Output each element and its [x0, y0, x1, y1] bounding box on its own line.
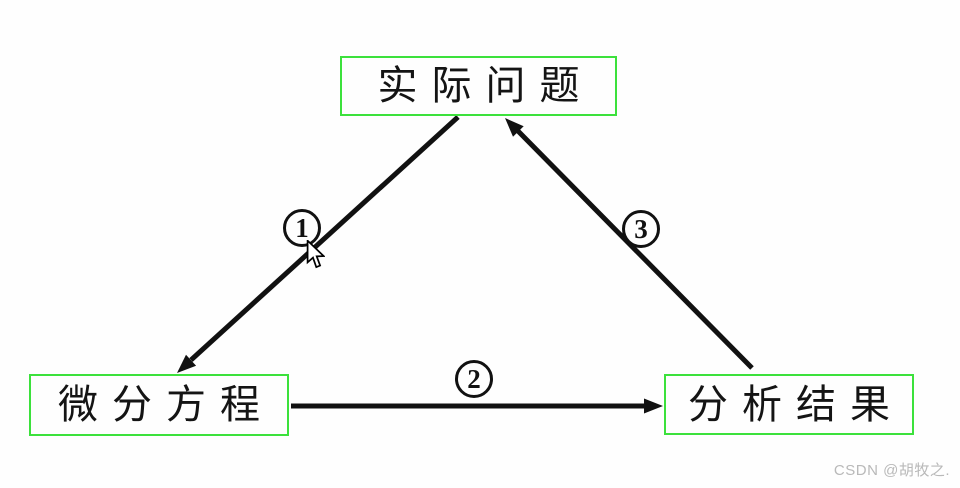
arrow-1-top-to-bottom-left: [177, 115, 460, 373]
arrowhead-3: [505, 118, 524, 137]
arrow-2-bottom-left-to-bottom-right: [291, 398, 663, 414]
node-differential-equation-label: 微分方程: [58, 382, 274, 427]
edge-number-3-label: 3: [634, 213, 648, 244]
arrow-3-bottom-right-to-top: [505, 118, 754, 370]
edge-number-1-label: 1: [295, 212, 309, 243]
mouse-cursor-icon: [306, 240, 325, 269]
node-actual-problem: 实际问题: [340, 56, 617, 116]
watermark: CSDN @胡牧之.: [833, 462, 950, 479]
arrowhead-2: [644, 398, 663, 414]
arrowhead-1: [177, 354, 197, 373]
edge-number-1: 1: [283, 209, 321, 247]
node-differential-equation: 微分方程: [29, 374, 289, 436]
node-analysis-result-label: 分析结果: [688, 381, 904, 427]
edge-number-2: 2: [455, 360, 493, 398]
edge-number-2-label: 2: [467, 363, 481, 394]
node-analysis-result: 分析结果: [664, 374, 914, 435]
edge-number-3: 3: [622, 210, 660, 248]
node-actual-problem-label: 实际问题: [377, 63, 594, 108]
